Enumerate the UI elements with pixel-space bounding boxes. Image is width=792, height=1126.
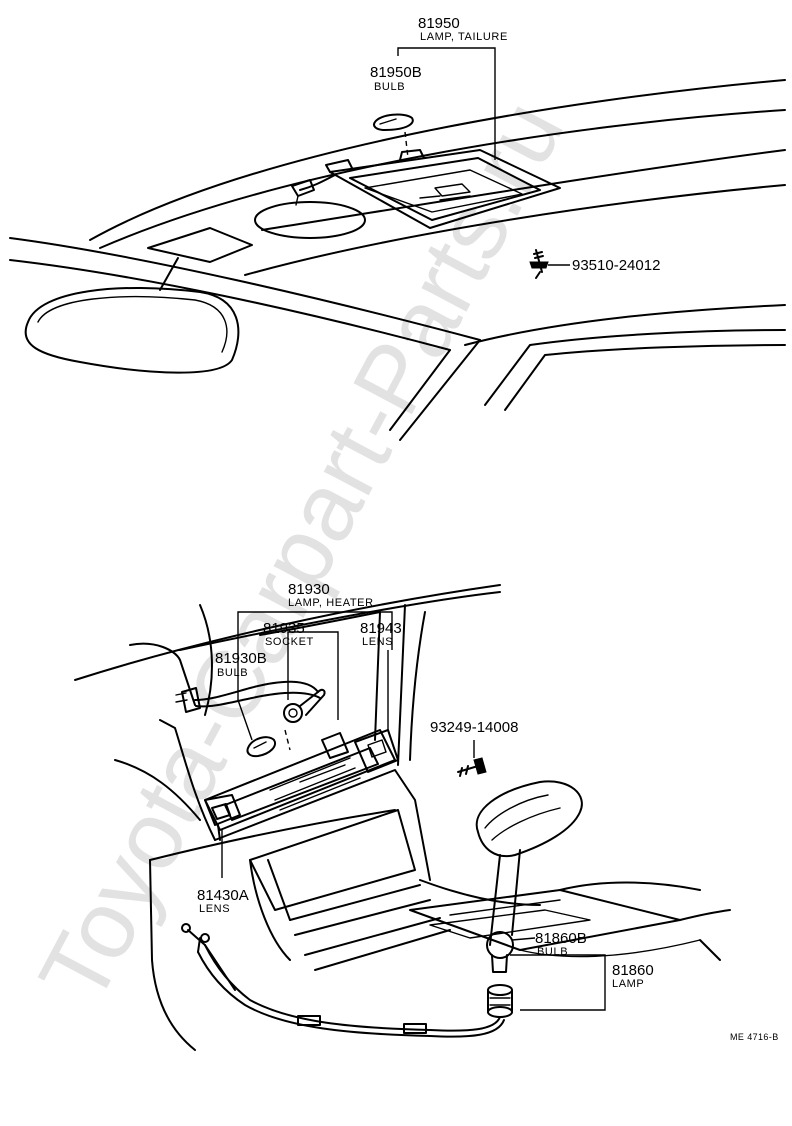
label-81950B-number: 81950B [370,64,422,81]
label-81935-number: 81935 [263,620,305,637]
label-81930B-name: BULB [217,667,248,679]
label-93249-14008: 93249-14008 [430,719,518,736]
label-81930B-number: 81930B [215,650,267,667]
lower-console-drawing [74,584,731,1051]
label-93510-24012: 93510-24012 [572,257,660,274]
label-81860B-number: 81860B [535,930,587,947]
label-81950-number: 81950 [418,15,460,32]
diagram-code: ME 4716-B [730,1032,779,1042]
label-81860-name: LAMP [612,978,644,990]
label-81430A-number: 81430A [197,887,249,904]
label-81943-name: LENS [362,636,393,648]
lower-leader-lines [221,611,606,1011]
upper-leader-lines [397,47,570,266]
label-81930-number: 81930 [288,581,330,598]
upper-roof-drawing [9,79,786,441]
label-81943-number: 81943 [360,620,402,637]
label-81430A-name: LENS [199,903,230,915]
label-81930-name: LAMP, HEATER [288,597,374,609]
label-81860-number: 81860 [612,962,654,979]
label-81950-name: LAMP, TAILURE [420,31,508,43]
label-81860B-name: BULB [537,946,568,958]
label-81950B-name: BULB [374,81,405,93]
label-81935-name: SOCKET [265,636,314,648]
